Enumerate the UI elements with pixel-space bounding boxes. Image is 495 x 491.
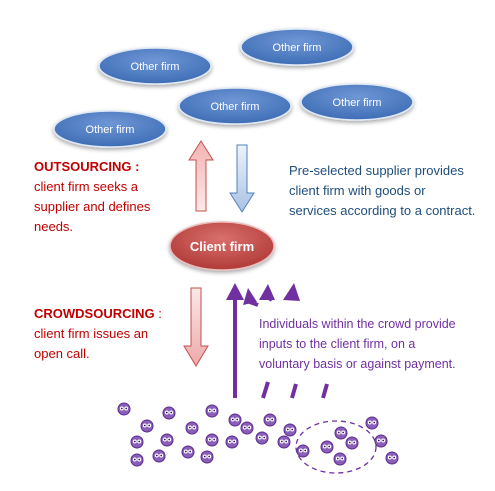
other-firm-node: Other firm	[98, 47, 212, 85]
crowd-member-icon	[240, 421, 254, 435]
outsourcing-up-arrow	[188, 140, 214, 212]
supplier-line: services according to a contract.	[289, 203, 476, 218]
crowd-member-icon	[296, 444, 310, 458]
crowd-member-icon	[277, 435, 291, 449]
crowd-member-icon	[130, 435, 144, 449]
crowd-member-icon	[345, 436, 359, 450]
crowd-line: Individuals within the crowd provide	[259, 317, 456, 331]
crowd-group-outline	[295, 420, 377, 474]
crowd-member-icon	[181, 445, 195, 459]
crowd-member-icon	[200, 450, 214, 464]
client-firm-label: Client firm	[190, 239, 254, 254]
outsourcing-line: client firm seeks a	[34, 179, 139, 194]
crowdsourcing-text: CROWDSOURCING : client firm issues an op…	[34, 304, 184, 364]
crowd-member-icon	[283, 423, 297, 437]
crowd-member-icon	[365, 416, 379, 430]
other-firm-node: Other firm	[178, 87, 292, 125]
crowd-line: inputs to the client firm, on a	[259, 337, 416, 351]
other-firm-label: Other firm	[86, 124, 135, 136]
outsourcing-text: OUTSOURCING : client firm seeks a suppli…	[34, 157, 184, 237]
supplier-text: Pre-selected supplier provides client fi…	[289, 161, 494, 221]
supplier-line: client firm with goods or	[289, 183, 426, 198]
crowd-member-icon	[130, 453, 144, 467]
crowd-member-icon	[160, 433, 174, 447]
outsourcing-heading: OUTSOURCING :	[34, 159, 140, 174]
crowdsourcing-heading: CROWDSOURCING	[34, 306, 155, 321]
crowd-member-icon	[263, 413, 277, 427]
crowd-member-icon	[117, 402, 131, 416]
open-call-down-arrow	[183, 287, 209, 367]
crowd-member-icon	[205, 433, 219, 447]
crowd-member-icon	[140, 419, 154, 433]
supplier-down-arrow	[229, 144, 255, 213]
other-firm-node: Other firm	[300, 83, 414, 121]
crowd-member-icon	[374, 434, 388, 448]
outsourcing-line: supplier and defines	[34, 199, 151, 214]
crowdsourcing-line: open call.	[34, 346, 90, 361]
crowd-member-icon	[228, 413, 242, 427]
other-firm-label: Other firm	[211, 101, 260, 113]
other-firm-label: Other firm	[131, 61, 180, 73]
crowdsourcing-line: client firm issues an	[34, 326, 149, 341]
crowd-member-icon	[333, 452, 347, 466]
other-firm-label: Other firm	[273, 42, 322, 54]
crowd-member-icon	[385, 451, 399, 465]
outsourcing-line: needs.	[34, 219, 74, 234]
crowd	[117, 402, 399, 467]
crowd-member-icon	[152, 449, 166, 463]
supplier-line: Pre-selected supplier provides	[289, 163, 464, 178]
client-firm-node: Client firm	[169, 221, 275, 271]
crowd-member-icon	[185, 421, 199, 435]
crowd-line: voluntary basis or against payment.	[259, 357, 456, 371]
crowd-member-icon	[334, 426, 348, 440]
other-firm-label: Other firm	[333, 97, 382, 109]
crowd-text: Individuals within the crowd provide inp…	[259, 314, 494, 374]
crowd-member-icon	[320, 440, 334, 454]
crowd-member-icon	[205, 404, 219, 418]
crowd-member-icon	[225, 435, 239, 449]
other-firm-node: Other firm	[240, 28, 354, 66]
crowd-member-icon	[162, 406, 176, 420]
crowd-input-arrows	[226, 283, 329, 399]
crowd-member-icon	[255, 431, 269, 445]
other-firm-node: Other firm	[53, 110, 167, 148]
crowdsourcing-heading-suffix: :	[154, 306, 162, 321]
